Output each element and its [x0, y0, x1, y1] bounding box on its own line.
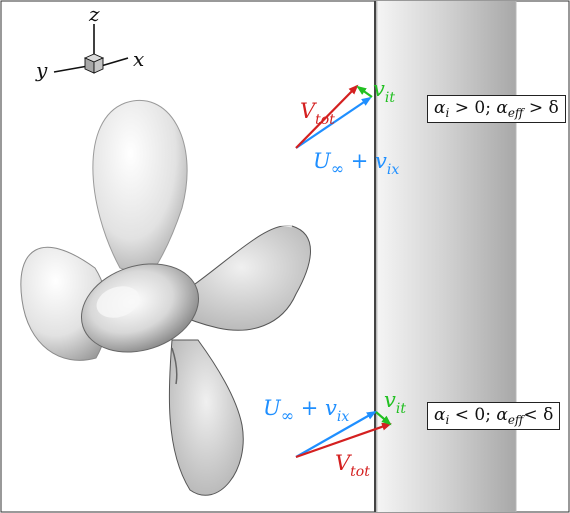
bottom-u-inf-label: U∞ + vix [263, 396, 349, 425]
axis-z-label: z [88, 2, 100, 26]
bottom-v-tot-label: Vtot [335, 451, 370, 480]
top-u-inf-arrow [295, 96, 372, 149]
top-v-it-arrow [356, 85, 373, 98]
top-u-inf-label: U∞ + vix [313, 149, 399, 178]
top-v-it-label: vit [373, 77, 395, 106]
axis-x-label: x [133, 47, 144, 71]
propeller-illustration [20, 100, 311, 496]
top-v-tot-arrow [295, 84, 359, 149]
bottom-v-tot-arrow [295, 422, 392, 459]
axis-origin-cube-icon [83, 53, 105, 74]
bottom-v-it-label: vit [384, 388, 406, 417]
wall-panel [374, 1, 517, 512]
top-v-tot-label: Vtot [300, 99, 335, 128]
bottom-condition-box: αi < 0; αeff< δ [427, 402, 561, 430]
bottom-u-inf-arrow [295, 411, 377, 458]
bottom-velocity-triangle: U∞ + vix Vtot vit [263, 388, 406, 480]
top-velocity-triangle: Vtot U∞ + vix vit [295, 77, 399, 178]
top-condition-box: αi > 0; αeff > δ [427, 95, 566, 123]
bottom-v-it-arrow [375, 411, 392, 426]
axis-y-label: y [35, 58, 48, 82]
axis-triad [53, 24, 129, 74]
